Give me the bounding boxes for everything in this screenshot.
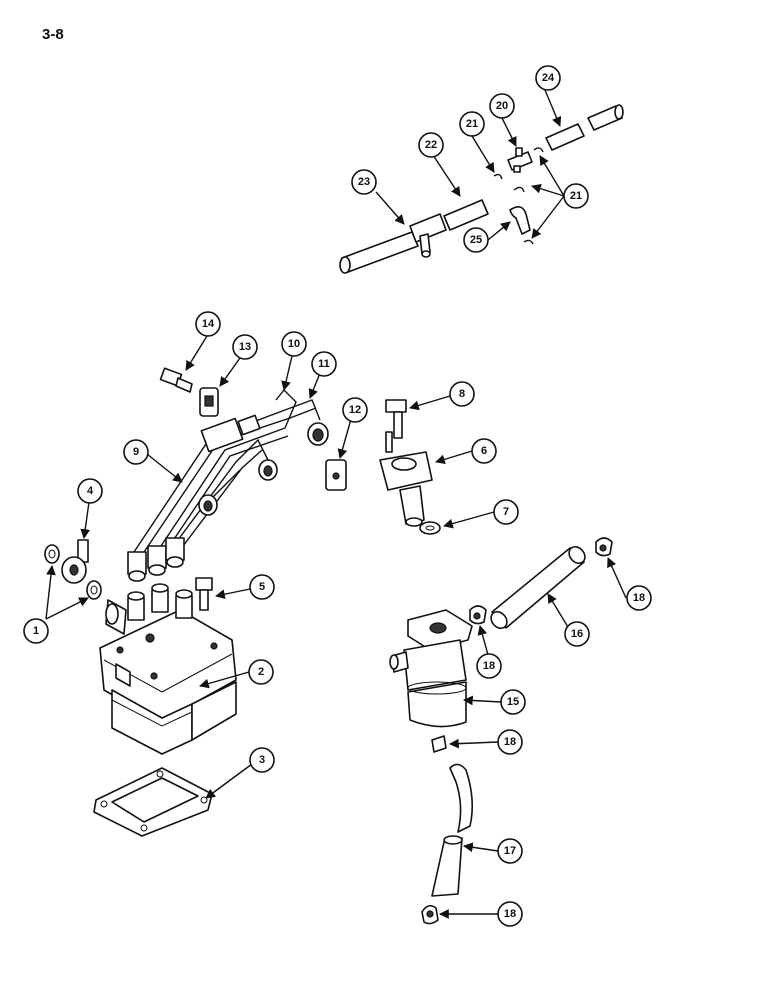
hose-17 — [431, 763, 474, 897]
banjo-4 — [61, 539, 89, 584]
callout-18-c: 18 — [497, 729, 523, 755]
bolt-5 — [195, 577, 213, 611]
svg-text:18: 18 — [504, 736, 516, 748]
bolt-8 — [385, 399, 407, 439]
callout-10: 10 — [281, 331, 307, 357]
hose-22 — [443, 199, 489, 231]
clamp-13 — [199, 387, 219, 417]
injection-pump-2 — [99, 583, 237, 755]
clamp-18-c — [431, 735, 447, 753]
callout-20: 20 — [489, 93, 515, 119]
clamp-18-b — [469, 605, 487, 625]
injector-6 — [379, 431, 433, 527]
nut-c — [165, 537, 185, 568]
callout-17: 17 — [497, 838, 523, 864]
svg-text:17: 17 — [504, 845, 516, 857]
page-number: 3-8 — [42, 26, 64, 43]
callout-12: 12 — [342, 397, 368, 423]
hose-23 — [339, 231, 419, 274]
callout-18-b: 18 — [476, 653, 502, 679]
svg-text:10: 10 — [288, 338, 300, 350]
washer-7 — [419, 521, 441, 535]
callout-5: 5 — [249, 574, 275, 600]
callout-23: 23 — [351, 169, 377, 195]
hose-16 — [490, 545, 586, 630]
clip-21-c — [513, 186, 525, 193]
svg-text:18: 18 — [633, 592, 645, 604]
bolt-14 — [159, 367, 193, 393]
callout-18-d: 18 — [497, 901, 523, 927]
svg-text:9: 9 — [133, 446, 139, 458]
svg-text:20: 20 — [496, 100, 508, 112]
callout-14: 14 — [195, 311, 221, 337]
clip-21-a — [493, 173, 503, 180]
callout-2: 2 — [248, 659, 274, 685]
leader-lines — [45, 89, 627, 919]
svg-text:23: 23 — [358, 176, 370, 188]
callout-3: 3 — [249, 747, 275, 773]
callout-8: 8 — [449, 381, 475, 407]
callout-25: 25 — [463, 227, 489, 253]
hose-24 — [545, 104, 624, 151]
svg-text:21: 21 — [570, 190, 582, 202]
fuel-filter-15 — [389, 609, 473, 728]
svg-text:21: 21 — [466, 118, 478, 130]
callout-24: 24 — [535, 65, 561, 91]
svg-text:15: 15 — [507, 696, 519, 708]
callout-7: 7 — [493, 499, 519, 525]
svg-text:24: 24 — [542, 72, 555, 84]
callout-6: 6 — [471, 438, 497, 464]
clamp-18-d — [421, 904, 439, 925]
washer-1-b — [86, 580, 102, 600]
callout-4: 4 — [77, 478, 103, 504]
svg-text:8: 8 — [459, 388, 465, 400]
svg-text:2: 2 — [258, 666, 264, 678]
washer-1-a — [44, 544, 60, 564]
clip-21-b — [533, 147, 544, 153]
svg-text:22: 22 — [425, 139, 437, 151]
svg-text:18: 18 — [504, 908, 516, 920]
svg-text:7: 7 — [503, 506, 509, 518]
svg-text:5: 5 — [259, 581, 265, 593]
nut-f — [307, 422, 329, 446]
gasket-3 — [93, 767, 213, 837]
callout-21-b: 21 — [563, 183, 589, 209]
svg-text:6: 6 — [481, 445, 487, 457]
nut-b — [147, 545, 167, 576]
connector-20 — [507, 147, 533, 173]
tee-fitting — [409, 213, 447, 258]
injection-lines — [127, 388, 329, 582]
nut-d — [198, 494, 218, 516]
svg-text:4: 4 — [87, 485, 94, 497]
callout-21-a: 21 — [459, 111, 485, 137]
callout-9: 9 — [123, 439, 149, 465]
callout-16: 16 — [564, 621, 590, 647]
hose-25 — [509, 206, 531, 235]
callout-22: 22 — [418, 132, 444, 158]
callout-1: 1 — [23, 618, 49, 644]
nut-a — [127, 551, 147, 582]
svg-text:14: 14 — [202, 318, 215, 330]
clamp-18-a — [595, 537, 613, 557]
svg-text:25: 25 — [470, 234, 482, 246]
svg-text:18: 18 — [483, 660, 495, 672]
plate-12 — [325, 459, 347, 491]
callout-15: 15 — [500, 689, 526, 715]
clip-21-d — [523, 239, 534, 245]
callout-18-a: 18 — [626, 585, 652, 611]
svg-text:12: 12 — [349, 404, 361, 416]
svg-text:11: 11 — [318, 358, 330, 370]
svg-text:16: 16 — [571, 628, 583, 640]
svg-text:3: 3 — [259, 754, 265, 766]
nut-e — [258, 459, 278, 481]
svg-text:1: 1 — [33, 625, 39, 637]
callout-13: 13 — [232, 334, 258, 360]
svg-text:13: 13 — [239, 341, 251, 353]
callout-11: 11 — [311, 351, 337, 377]
